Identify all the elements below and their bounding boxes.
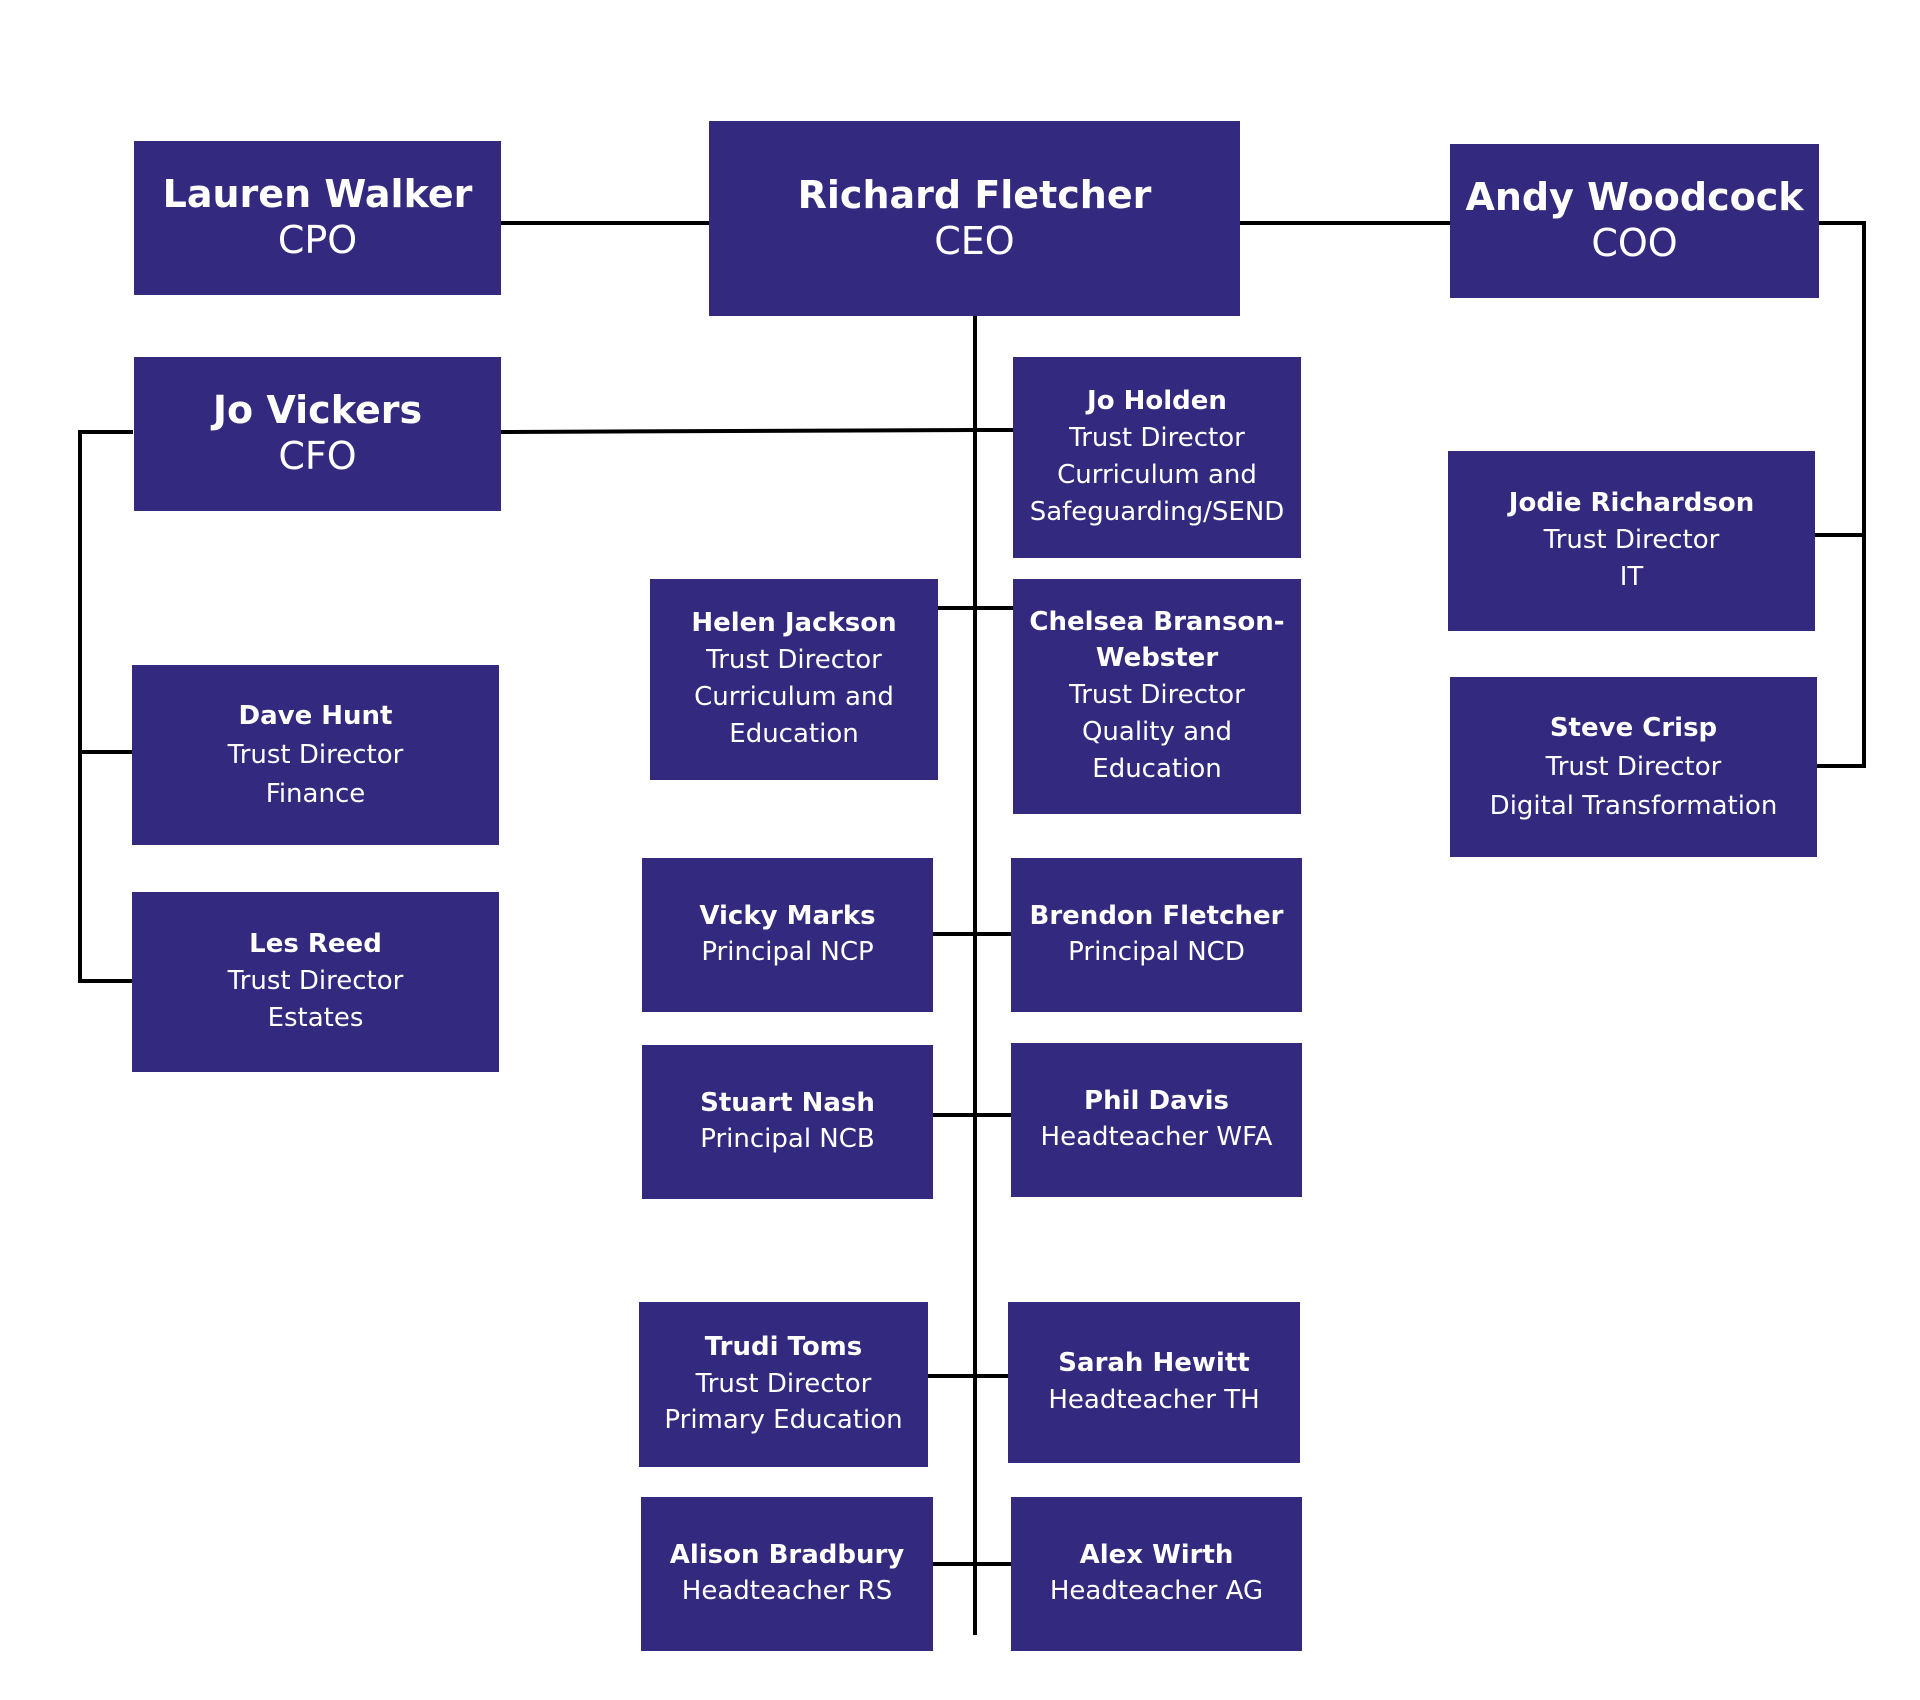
cfo-name: Jo Vickers <box>212 388 423 433</box>
person-department: Curriculum and <box>694 681 894 712</box>
person-name: Alison Bradbury <box>669 1539 905 1570</box>
cpo-name: Lauren Walker <box>162 172 473 217</box>
person-name: Dave Hunt <box>238 700 393 731</box>
box-les-reed: Les Reed Trust Director Estates <box>132 892 499 1072</box>
box-dave-hunt: Dave Hunt Trust Director Finance <box>132 665 499 845</box>
ceo-name: Richard Fletcher <box>797 172 1152 217</box>
coo-name: Andy Woodcock <box>1465 175 1804 220</box>
person-title: Principal NCP <box>701 937 874 968</box>
person-name: Trudi Toms <box>704 1331 863 1362</box>
person-department: Finance <box>265 778 366 809</box>
person-name: Webster <box>1095 643 1219 674</box>
person-name: Brendon Fletcher <box>1029 900 1284 931</box>
person-title: Trust Director <box>706 645 882 676</box>
person-name: Steve Crisp <box>1549 712 1718 743</box>
box-vicky-marks: Vicky Marks Principal NCP <box>642 858 933 1012</box>
box-trudi-toms: Trudi Toms Trust Director Primary Educat… <box>639 1302 928 1467</box>
person-name: Helen Jackson <box>691 608 897 639</box>
box-alison-bradbury: Alison Bradbury Headteacher RS <box>641 1497 933 1651</box>
box-steve-crisp: Steve Crisp Trust Director Digital Trans… <box>1450 677 1817 857</box>
person-department: Safeguarding/SEND <box>1029 496 1285 527</box>
cpo-role: CPO <box>277 218 358 262</box>
person-title: Headteacher WFA <box>1040 1122 1273 1153</box>
ceo-role: CEO <box>934 218 1015 263</box>
person-title: Principal NCD <box>1068 937 1245 968</box>
box-jodie-richardson: Jodie Richardson Trust Director IT <box>1448 451 1815 631</box>
person-department: Curriculum and <box>1057 459 1257 490</box>
person-department: Education <box>729 718 859 749</box>
person-title: Headteacher AG <box>1049 1576 1264 1607</box>
person-department: Education <box>1092 753 1222 784</box>
person-title: Trust Director <box>695 1368 872 1399</box>
person-title: Trust Director <box>1545 751 1722 782</box>
person-title: Trust Director <box>1069 423 1245 454</box>
person-name: Vicky Marks <box>699 900 876 931</box>
connector-cfo-bracket <box>78 430 133 983</box>
cfo-role: CFO <box>278 434 357 478</box>
connector-cfo-spine <box>499 428 976 434</box>
person-title: Headteacher RS <box>681 1576 893 1607</box>
person-title: Trust Director <box>227 966 404 997</box>
person-name: Jo Holden <box>1087 386 1227 417</box>
box-cpo: Lauren Walker CPO <box>134 141 501 295</box>
box-brendon-fletcher: Brendon Fletcher Principal NCD <box>1011 858 1302 1012</box>
person-name: Les Reed <box>249 929 382 960</box>
person-name: Alex Wirth <box>1079 1539 1234 1570</box>
box-chelsea-branson-webster: Chelsea Branson- Webster Trust Director … <box>1013 579 1301 814</box>
person-title: Headteacher TH <box>1048 1384 1260 1415</box>
person-department: Digital Transformation <box>1489 790 1778 821</box>
person-department: Primary Education <box>664 1405 903 1436</box>
person-name: Jodie Richardson <box>1508 488 1755 519</box>
box-stuart-nash: Stuart Nash Principal NCB <box>642 1045 933 1199</box>
box-helen-jackson: Helen Jackson Trust Director Curriculum … <box>650 579 938 780</box>
person-department: IT <box>1619 561 1644 592</box>
person-name: Phil Davis <box>1084 1085 1229 1116</box>
person-title: Trust Director <box>1069 680 1245 711</box>
box-ceo: Richard Fletcher CEO <box>709 121 1240 316</box>
person-name: Sarah Hewitt <box>1058 1348 1250 1379</box>
box-phil-davis: Phil Davis Headteacher WFA <box>1011 1043 1302 1197</box>
person-department: Estates <box>267 1002 364 1033</box>
person-title: Trust Director <box>1543 525 1720 556</box>
box-coo: Andy Woodcock COO <box>1450 144 1819 298</box>
box-jo-holden: Jo Holden Trust Director Curriculum and … <box>1013 357 1301 558</box>
person-name: Chelsea Branson- <box>1029 607 1285 638</box>
connector-coo-bracket <box>1817 221 1866 768</box>
person-title: Principal NCB <box>700 1124 875 1155</box>
coo-role: COO <box>1591 221 1678 265</box>
box-alex-wirth: Alex Wirth Headteacher AG <box>1011 1497 1302 1651</box>
person-title: Trust Director <box>227 739 404 770</box>
person-department: Quality and <box>1081 716 1233 747</box>
box-sarah-hewitt: Sarah Hewitt Headteacher TH <box>1008 1302 1300 1463</box>
box-cfo: Jo Vickers CFO <box>134 357 501 511</box>
person-name: Stuart Nash <box>700 1087 875 1118</box>
